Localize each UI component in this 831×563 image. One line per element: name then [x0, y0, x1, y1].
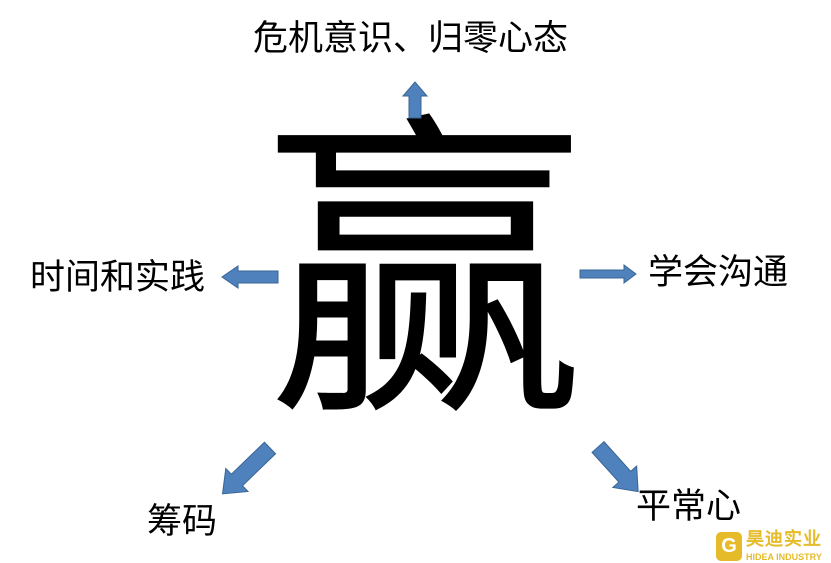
- label-left: 时间和实践: [30, 258, 206, 298]
- logo-mark-icon: G: [716, 532, 742, 561]
- arrow-right-icon: [579, 264, 637, 284]
- logo-name-cn: 昊迪实业: [746, 529, 822, 550]
- label-bottom-right: 平常心: [636, 487, 742, 527]
- arrow-down-left-icon: [221, 441, 277, 495]
- arrow-left-icon: [221, 265, 279, 289]
- logo-name-en: HIDEA INDUSTRY: [746, 552, 822, 562]
- arrow-down-right-icon: [591, 440, 639, 493]
- label-right: 学会沟通: [648, 253, 789, 293]
- watermark-logo: G 昊迪实业 HIDEA INDUSTRY: [716, 530, 830, 563]
- label-bottom-left: 筹码: [147, 502, 218, 542]
- arrow-up-icon: [401, 81, 429, 119]
- label-top: 危机意识、归零心态: [253, 19, 569, 59]
- center-character: 赢: [265, 89, 585, 461]
